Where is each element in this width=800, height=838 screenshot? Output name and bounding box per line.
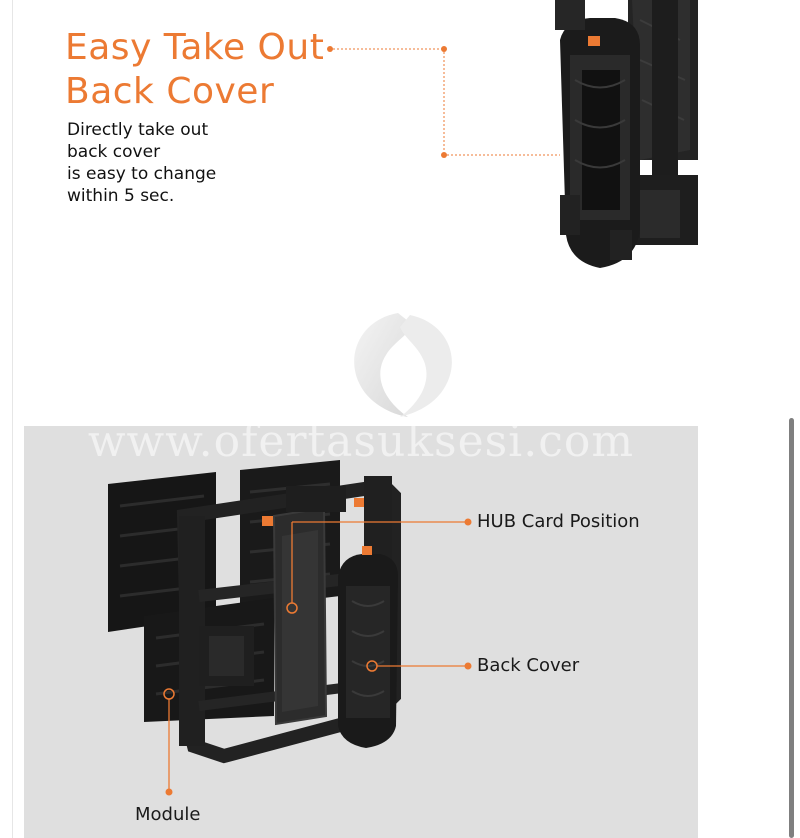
back-cover-product-image	[555, 0, 698, 268]
feature-heading-line-1: Easy Take Out	[65, 27, 325, 68]
hardware-diagram-panel: www.ofertasuksesi.com	[24, 426, 698, 838]
page-left-border	[12, 0, 13, 838]
feature-heading-line-2: Back Cover	[65, 71, 275, 112]
back-cover-part	[338, 546, 398, 748]
hub-card-board	[272, 486, 346, 726]
hardware-diagram-illustration	[108, 460, 472, 796]
feature-description-line: is easy to change	[67, 164, 217, 184]
feature-heading: Easy Take Out Back Cover	[65, 26, 324, 114]
feature-description-line: Directly take out	[67, 120, 209, 140]
feature-description-line: back cover	[67, 142, 161, 162]
back-cover-label: Back Cover	[477, 655, 580, 676]
hub-card-position-label: HUB Card Position	[477, 511, 640, 532]
vertical-scrollbar[interactable]	[789, 418, 794, 838]
feature-description-line: within 5 sec.	[67, 186, 175, 206]
top-callout-leader	[327, 46, 560, 158]
feature-description: Directly take out back cover is easy to …	[67, 119, 216, 207]
module-label: Module	[135, 804, 201, 825]
watermark-text: www.ofertasuksesi.com	[87, 426, 635, 467]
callout-leaders	[163, 518, 472, 796]
watermark-logo-icon	[354, 313, 452, 417]
top-product-illustration	[327, 0, 698, 268]
